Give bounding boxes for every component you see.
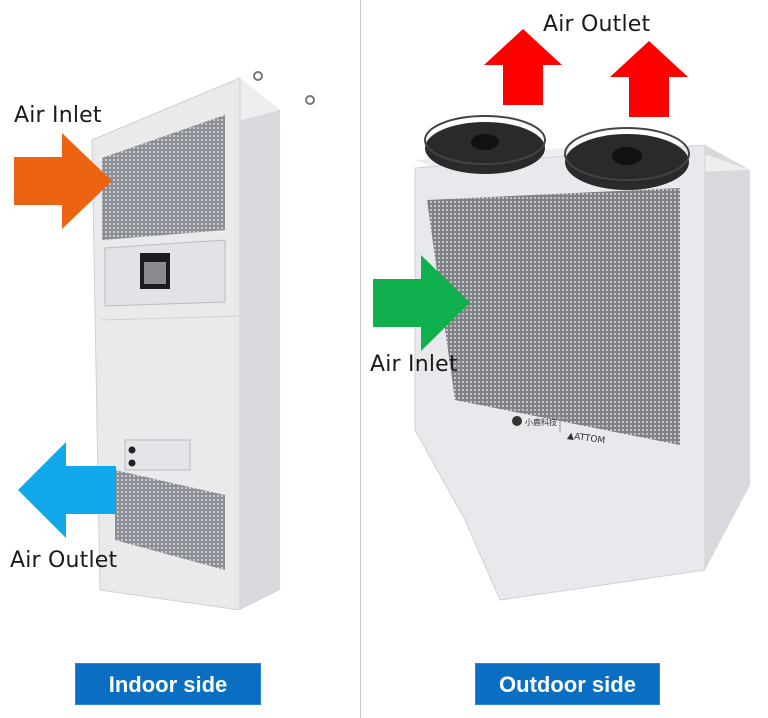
- brand-logo-text: 小鹿科技: [525, 417, 557, 427]
- indoor-unit-illustration: [80, 70, 340, 610]
- indoor-air-inlet-label: Air Inlet: [14, 103, 102, 128]
- outdoor-air-inlet-label: Air Inlet: [370, 352, 458, 377]
- outdoor-air-inlet-arrow: [373, 255, 470, 351]
- indoor-air-outlet-arrow: [18, 442, 116, 538]
- outdoor-air-outlet-arrow-2: [610, 41, 688, 117]
- indoor-air-inlet-arrow: [14, 133, 112, 229]
- outdoor-air-outlet-arrow-1: [484, 29, 562, 105]
- indoor-side-badge: Indoor side: [75, 663, 261, 705]
- outdoor-air-outlet-label: Air Outlet: [543, 12, 651, 37]
- outdoor-side-badge: Outdoor side: [475, 663, 660, 705]
- panel-divider: [360, 0, 361, 718]
- outdoor-unit-illustration: 小鹿科技 ▲ATTOM: [405, 100, 765, 610]
- indoor-air-outlet-label: Air Outlet: [10, 548, 118, 573]
